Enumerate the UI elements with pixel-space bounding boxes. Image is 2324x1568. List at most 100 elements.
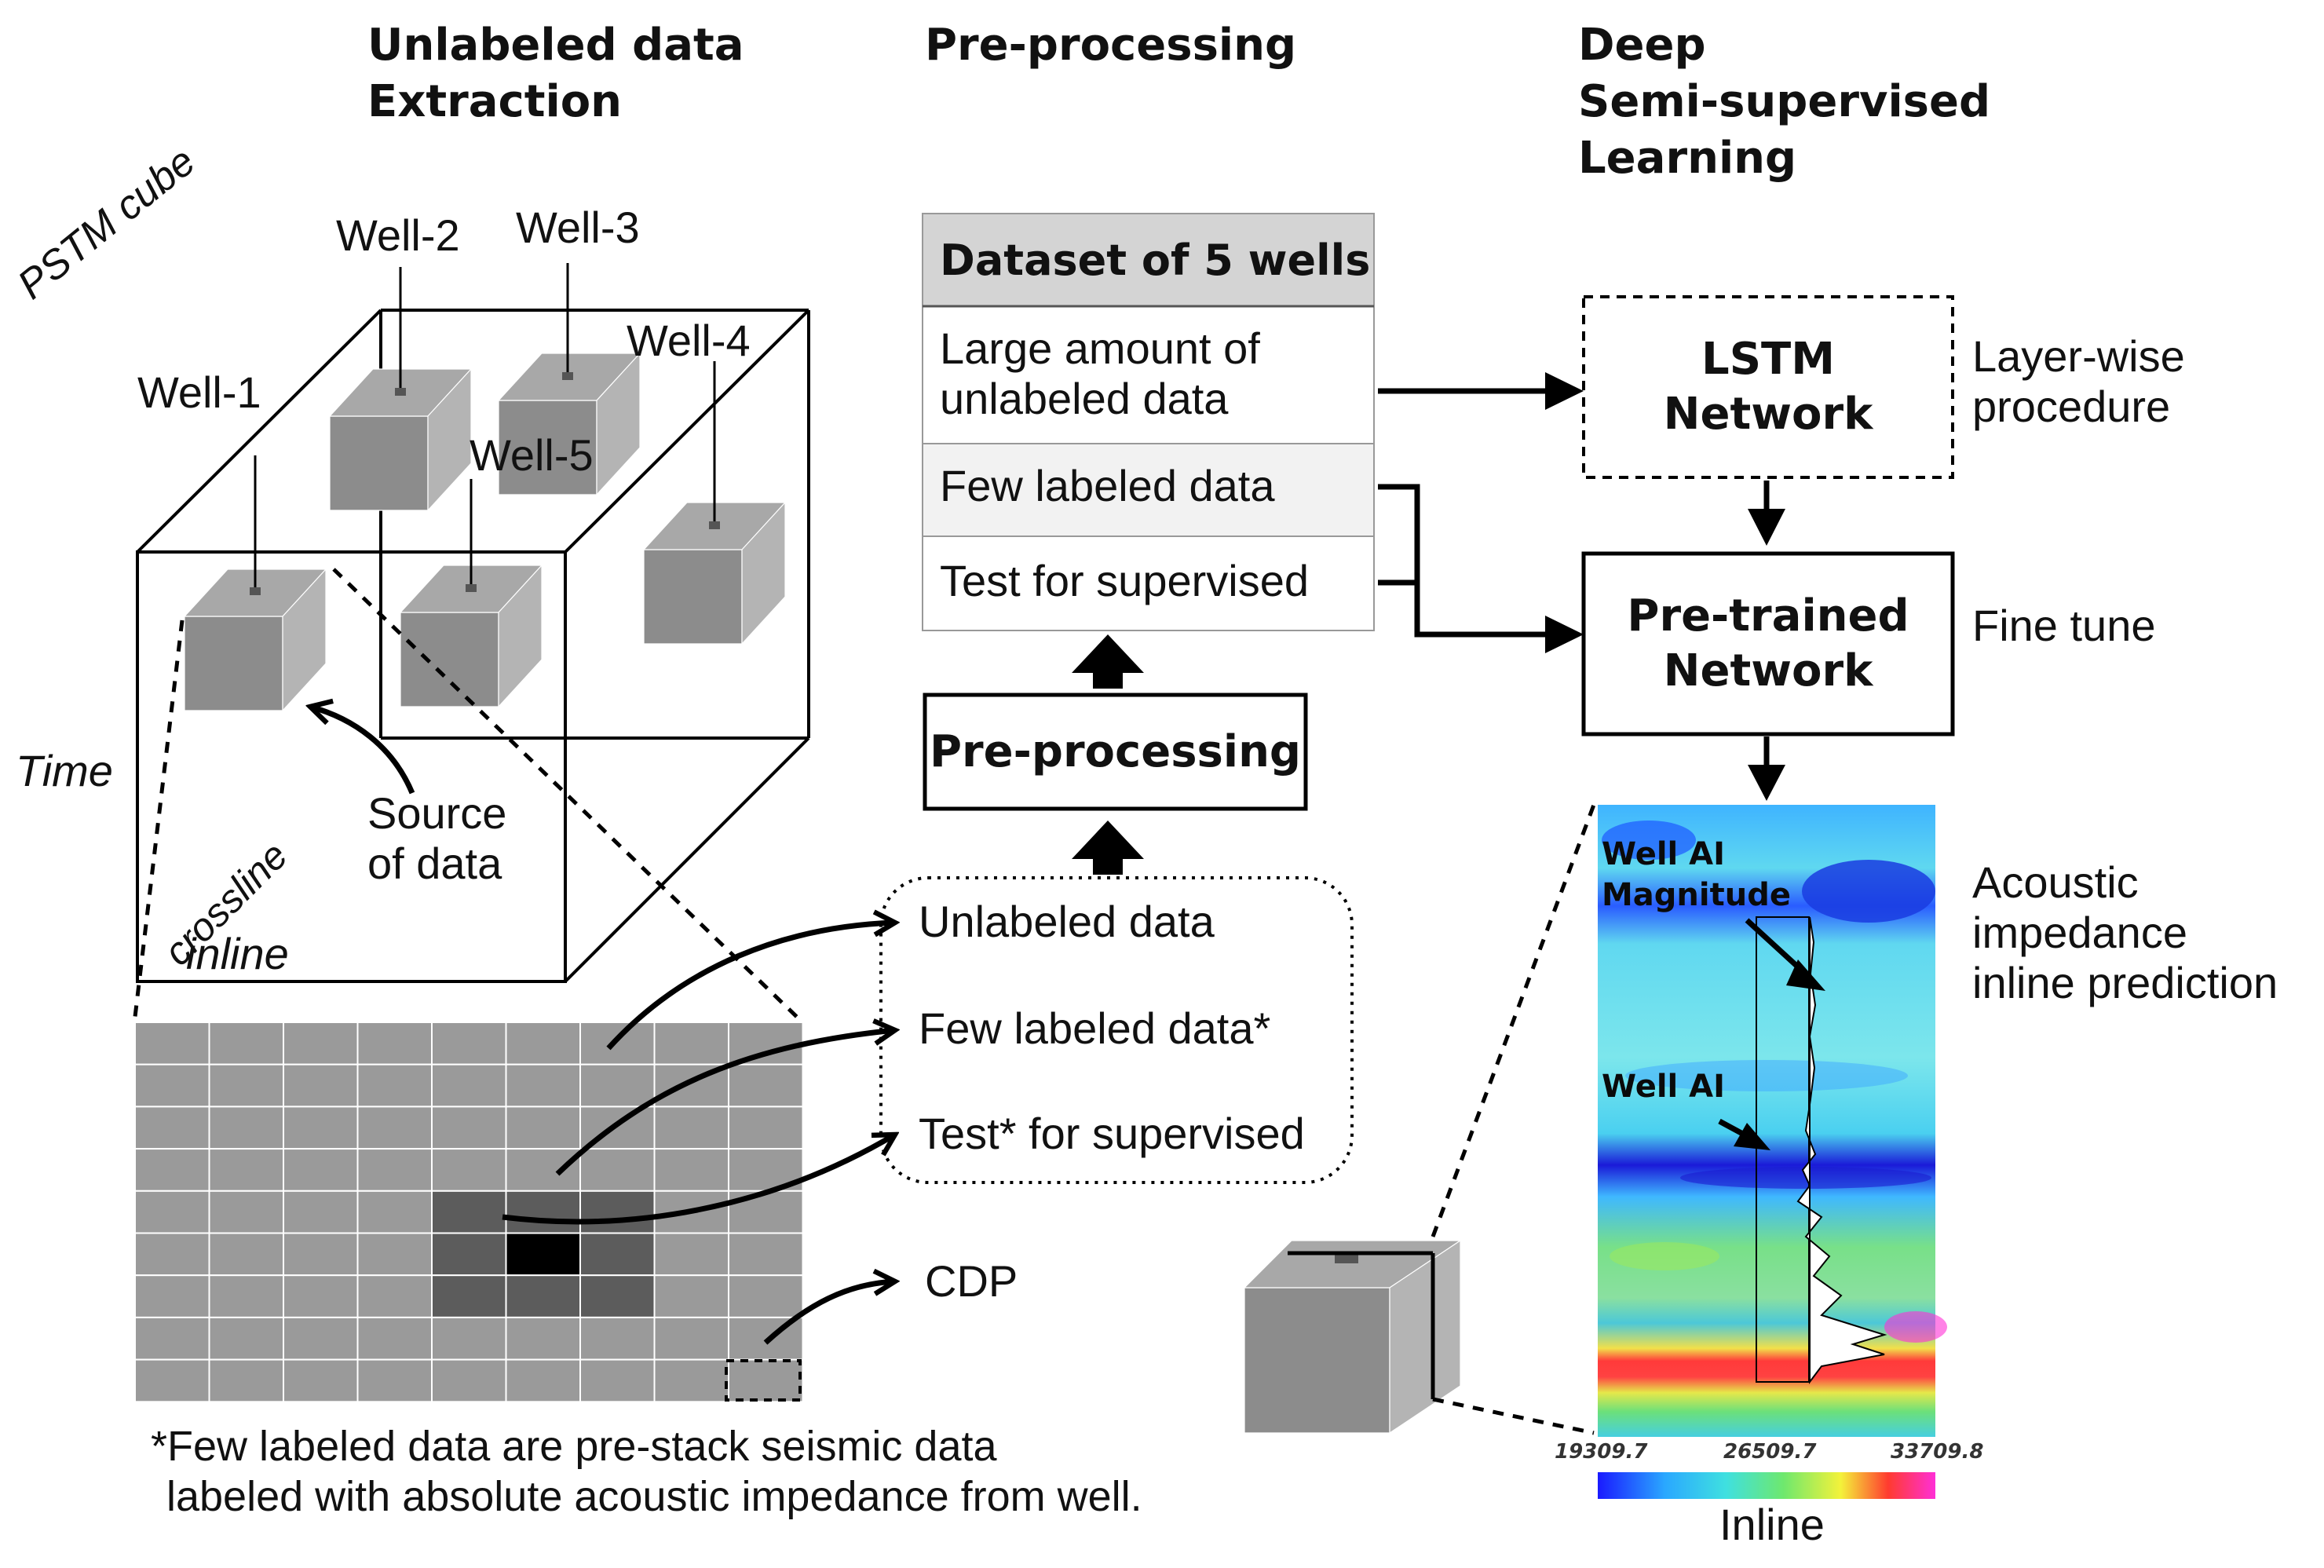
grid-cell bbox=[356, 1358, 433, 1403]
dataset-table-title: Dataset of 5 wells bbox=[940, 236, 1371, 285]
grid-cell bbox=[134, 1190, 210, 1234]
annotation-well-ai: Well AI bbox=[1602, 1069, 1726, 1105]
grid-cell bbox=[579, 1316, 656, 1361]
grid-cell bbox=[431, 1190, 507, 1234]
dataset-row-few-labeled: Few labeled data bbox=[940, 461, 1275, 510]
grid-cell bbox=[134, 1063, 210, 1108]
header-col1-line2: Extraction bbox=[367, 76, 623, 127]
grid-cell bbox=[728, 1063, 804, 1108]
grid-cell bbox=[505, 1106, 581, 1150]
projection-lines bbox=[133, 568, 802, 1022]
prediction-line1: Acoustic bbox=[1972, 857, 2139, 907]
test-supervised-label: Test* for supervised bbox=[919, 1109, 1305, 1158]
grid-cell bbox=[283, 1148, 359, 1192]
section-cube bbox=[1243, 1239, 1462, 1435]
grid-cell bbox=[356, 1022, 433, 1065]
grid-cell bbox=[728, 1232, 804, 1277]
header-col3-line1: Deep bbox=[1578, 20, 1706, 71]
well-dots bbox=[250, 372, 720, 595]
connectors bbox=[1378, 388, 1770, 766]
well-cube-2 bbox=[328, 367, 473, 512]
grid-cell bbox=[356, 1316, 433, 1361]
layerwise-label: Layer-wise procedure bbox=[1972, 331, 2185, 432]
grid-cell bbox=[728, 1274, 804, 1318]
grid-cell bbox=[579, 1358, 656, 1403]
unlabeled-data-label: Unlabeled data bbox=[919, 897, 1215, 946]
header-preprocessing: Pre-processing bbox=[925, 20, 1297, 71]
colorbar bbox=[1598, 1472, 1935, 1499]
grid-cell bbox=[505, 1316, 581, 1361]
pretrained-box-line2: Network bbox=[1663, 645, 1873, 696]
annotation-1-line1: Well AI bbox=[1602, 836, 1726, 872]
lstm-network-box: LSTM Network bbox=[1584, 297, 1953, 477]
grid-cell bbox=[653, 1358, 729, 1403]
grid-cell bbox=[579, 1148, 656, 1192]
cdp-grid bbox=[134, 1022, 804, 1403]
few-labeled-data-label: Few labeled data* bbox=[919, 1003, 1271, 1053]
grid-cell bbox=[356, 1232, 433, 1277]
dataset-table-frame bbox=[922, 213, 1375, 631]
grid-cell bbox=[134, 1232, 210, 1277]
grid-cell bbox=[208, 1148, 284, 1192]
grid-cell bbox=[505, 1232, 581, 1277]
grid-cell bbox=[505, 1063, 581, 1108]
section-cube-cut bbox=[1288, 1251, 1435, 1399]
finetune-label: Fine tune bbox=[1972, 601, 2156, 650]
grid-cell bbox=[283, 1106, 359, 1150]
grid-cell bbox=[431, 1106, 507, 1150]
data-group-box bbox=[879, 876, 1354, 1184]
header-unlabeled-extraction: Unlabeled data Extraction bbox=[367, 17, 744, 130]
grid-cell bbox=[134, 1022, 210, 1065]
grid-cell bbox=[208, 1358, 284, 1403]
grid-cell bbox=[505, 1022, 581, 1065]
footnote: *Few labeled data are pre-stack seismic … bbox=[151, 1421, 1142, 1522]
inline-axis-label: inline bbox=[186, 929, 289, 978]
prediction-line2: impedance bbox=[1972, 908, 2187, 957]
grid-cell bbox=[653, 1316, 729, 1361]
annotation-1-line2: Magnitude bbox=[1602, 877, 1791, 913]
grid-cell bbox=[208, 1190, 284, 1234]
x-tick-1: 19309.7 bbox=[1555, 1440, 1648, 1464]
x-axis-label: Inline bbox=[1719, 1500, 1825, 1549]
grid-cell bbox=[356, 1148, 433, 1192]
dataset-row-unlabeled: Large amount of unlabeled data bbox=[923, 323, 1374, 424]
lstm-box-frame bbox=[1582, 295, 1954, 479]
source-label-line2: of data bbox=[367, 839, 502, 888]
source-of-data-label: Source of data bbox=[367, 788, 506, 889]
annotation-heads bbox=[1734, 959, 1825, 1150]
source-arrow bbox=[310, 707, 415, 795]
pretrained-box-line1: Pre-trained bbox=[1627, 590, 1909, 641]
preprocessing-box-frame bbox=[923, 693, 1308, 811]
well-4-label: Well-4 bbox=[627, 316, 751, 365]
grid-cell bbox=[283, 1022, 359, 1065]
lstm-box-line2: Network bbox=[1663, 389, 1873, 440]
grid-cell bbox=[728, 1022, 804, 1065]
grid-cell bbox=[283, 1063, 359, 1108]
grid-cell bbox=[728, 1106, 804, 1150]
grid-cell bbox=[208, 1232, 284, 1277]
dataset-row-unlabeled-line1: Large amount of bbox=[940, 323, 1260, 373]
well-ai-curve bbox=[1796, 916, 1887, 1384]
grid-cell bbox=[505, 1148, 581, 1192]
prediction-line3: inline prediction bbox=[1972, 958, 2278, 1007]
well-1-label: Well-1 bbox=[137, 367, 261, 417]
grid-cell bbox=[283, 1358, 359, 1403]
grid-cell bbox=[505, 1274, 581, 1318]
footnote-line1: *Few labeled data are pre-stack seismic … bbox=[151, 1423, 997, 1470]
source-label-line1: Source bbox=[367, 788, 507, 838]
x-tick-2: 26509.7 bbox=[1723, 1440, 1817, 1464]
layerwise-line1: Layer-wise bbox=[1972, 331, 2185, 381]
header-col3-line3: Learning bbox=[1578, 133, 1797, 184]
grid-cell bbox=[208, 1316, 284, 1361]
x-tick-3: 33709.8 bbox=[1891, 1440, 1984, 1464]
grid-cell bbox=[356, 1274, 433, 1318]
pretrained-network-box: Pre-trained Network bbox=[1584, 554, 1953, 734]
dataset-row-test: Test for supervised bbox=[940, 556, 1309, 605]
grid-cell bbox=[431, 1358, 507, 1403]
grid-cell bbox=[283, 1190, 359, 1234]
section-projection bbox=[1431, 804, 1596, 1435]
grid-cell bbox=[283, 1274, 359, 1318]
grid-cell bbox=[431, 1316, 507, 1361]
grid-cell bbox=[505, 1358, 581, 1403]
